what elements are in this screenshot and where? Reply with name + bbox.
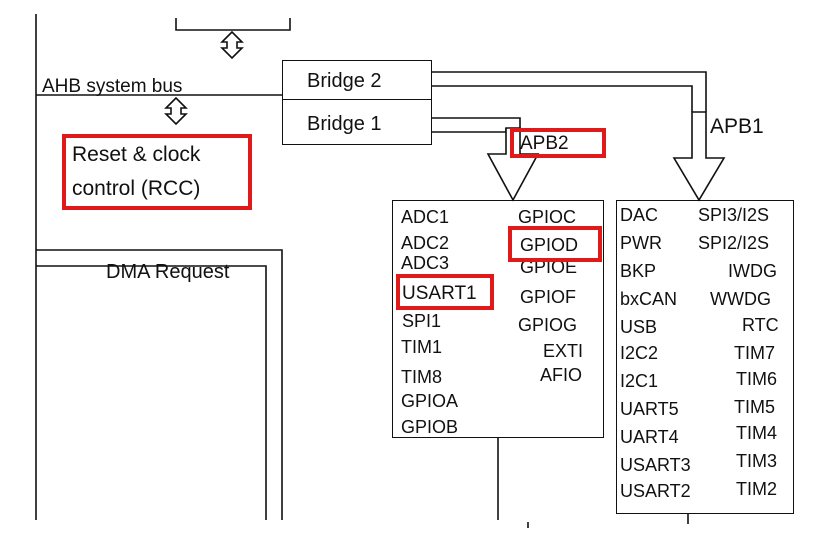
rcc-highlight: [62, 134, 252, 210]
apb2-right-item: EXTI: [543, 341, 584, 361]
apb2-right-item: GPIOC: [518, 207, 577, 227]
apb2-left-item: TIM8: [401, 367, 443, 387]
apb1-right-item: SPI2/I2S: [698, 233, 770, 253]
apb2-left-item: GPIOB: [401, 417, 459, 437]
bridge-2-box: Bridge 2: [282, 60, 432, 100]
apb1-left-item: I2C1: [620, 371, 659, 391]
apb1-right-item: TIM7: [734, 343, 776, 363]
rcc-label-line1: Reset & clock: [72, 143, 201, 166]
apb1-left-item: USART2: [620, 481, 691, 501]
apb2-peripheral-box: [392, 200, 604, 438]
apb1-right-item: TIM6: [736, 369, 778, 389]
bridge-1-label: Bridge 1: [307, 113, 382, 135]
apb1-right-item: WWDG: [710, 289, 771, 309]
apb1-left-item: UART4: [620, 427, 679, 447]
apb1-left-item: BKP: [620, 261, 657, 281]
apb2-right-item: GPIOD: [520, 235, 579, 255]
apb1-right-item: SPI3/I2S: [698, 205, 770, 225]
apb1-left-item: PWR: [620, 233, 662, 253]
rcc-label-line2: control (RCC): [72, 177, 201, 200]
apb2-left-item: USART1: [402, 283, 477, 304]
apb2-right-item: GPIOG: [518, 315, 578, 335]
apb2-left-item: GPIOA: [401, 391, 459, 411]
ahb-bus-label: AHB system bus: [42, 76, 183, 97]
apb2-right-item: AFIO: [540, 365, 583, 385]
gpiod-highlight: [508, 226, 602, 262]
apb1-label: APB1: [710, 115, 764, 138]
apb2-right-item: GPIOF: [520, 287, 577, 307]
bridge-2-label: Bridge 2: [307, 70, 382, 92]
usart1-highlight: [396, 274, 494, 310]
apb1-peripheral-box: [616, 200, 794, 514]
bridge-1-box: Bridge 1: [282, 99, 432, 145]
apb1-left-item: bxCAN: [620, 289, 678, 309]
apb2-right-item: GPIOE: [520, 257, 578, 277]
apb2-highlight: [510, 128, 606, 158]
apb2-label: APB2: [520, 133, 569, 154]
apb2-left-item: TIM1: [401, 337, 443, 357]
apb2-left-item: ADC3: [401, 253, 450, 273]
apb1-right-item: IWDG: [728, 261, 777, 281]
apb1-left-item: UART5: [620, 399, 679, 419]
apb1-left-item: USART3: [620, 455, 691, 475]
apb1-left-item: I2C2: [620, 343, 659, 363]
apb1-left-item: DAC: [620, 205, 659, 225]
apb2-left-item: SPI1: [402, 311, 442, 331]
apb1-left-item: USB: [620, 317, 658, 337]
apb2-left-item: ADC2: [401, 233, 450, 253]
apb1-right-item: TIM2: [736, 479, 778, 499]
apb1-right-item: TIM4: [736, 423, 778, 443]
dma-request-label: DMA Request: [106, 261, 230, 283]
apb1-right-item: TIM3: [736, 451, 778, 471]
apb1-right-item: TIM5: [734, 397, 776, 417]
apb1-right-item: RTC: [742, 315, 779, 335]
apb2-left-item: ADC1: [401, 207, 450, 227]
